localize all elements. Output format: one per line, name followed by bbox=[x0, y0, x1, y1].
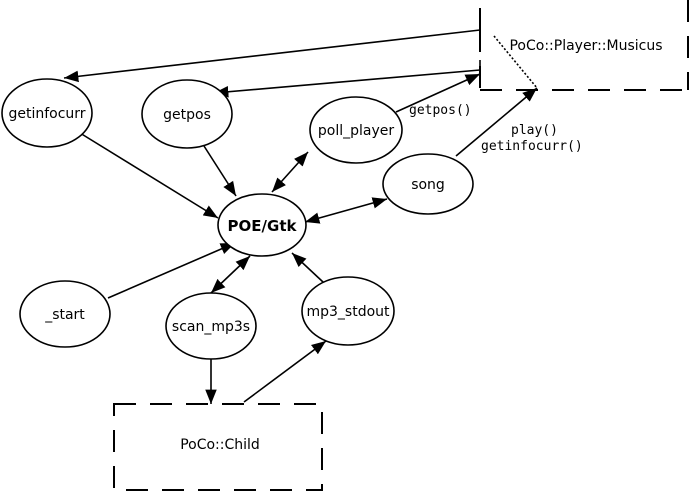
player-box-label: PoCo::Player::Musicus bbox=[509, 38, 662, 54]
node-scan-mp3s: scan_mp3s bbox=[165, 292, 257, 360]
node-mp3-stdout-label: mp3_stdout bbox=[306, 304, 390, 320]
edge-label-getinfocurr: getinfocurr() bbox=[481, 139, 583, 154]
edge-mp3-poe bbox=[291, 252, 324, 283]
edge-song-player bbox=[455, 87, 538, 157]
edges bbox=[63, 20, 538, 404]
edge-label-getpos: getpos() bbox=[409, 103, 472, 118]
child-box: PoCo::Child bbox=[113, 403, 323, 491]
edge-getpos-poe bbox=[203, 145, 237, 197]
node-song: song bbox=[382, 153, 474, 215]
node-scan-mp3s-label: scan_mp3s bbox=[172, 319, 250, 335]
edge-song-poe bbox=[304, 197, 388, 224]
edge-player-getpos bbox=[213, 69, 481, 98]
edge-poll-poe bbox=[271, 151, 309, 193]
child-box-label: PoCo::Child bbox=[180, 437, 260, 453]
node-getinfocurr-label: getinfocurr bbox=[8, 106, 85, 122]
player-box: PoCo::Player::Musicus bbox=[479, 0, 690, 91]
node-song-label: song bbox=[411, 177, 445, 193]
node-start-label: _start bbox=[44, 307, 85, 323]
edge-label-play: play() bbox=[511, 123, 558, 138]
node-getinfocurr: getinfocurr bbox=[1, 78, 93, 148]
edge-player-dotted bbox=[493, 35, 538, 89]
edge-scan-poe bbox=[210, 255, 251, 294]
edge-child-mp3 bbox=[243, 340, 327, 403]
node-poe-gtk: POE/Gtk bbox=[217, 193, 307, 257]
node-mp3-stdout: mp3_stdout bbox=[301, 276, 395, 346]
node-getpos: getpos bbox=[141, 79, 233, 149]
node-poll-player: poll_player bbox=[309, 96, 403, 164]
node-poll-player-label: poll_player bbox=[318, 123, 394, 139]
edge-player-getinfocurr bbox=[63, 29, 481, 83]
edge-start-poe bbox=[107, 242, 236, 299]
edge-getinfocurr-poe bbox=[79, 132, 219, 219]
node-start: _start bbox=[19, 280, 111, 348]
edge-poll-player bbox=[395, 73, 481, 113]
node-getpos-label: getpos bbox=[163, 107, 211, 123]
node-poe-gtk-label: POE/Gtk bbox=[228, 217, 298, 235]
